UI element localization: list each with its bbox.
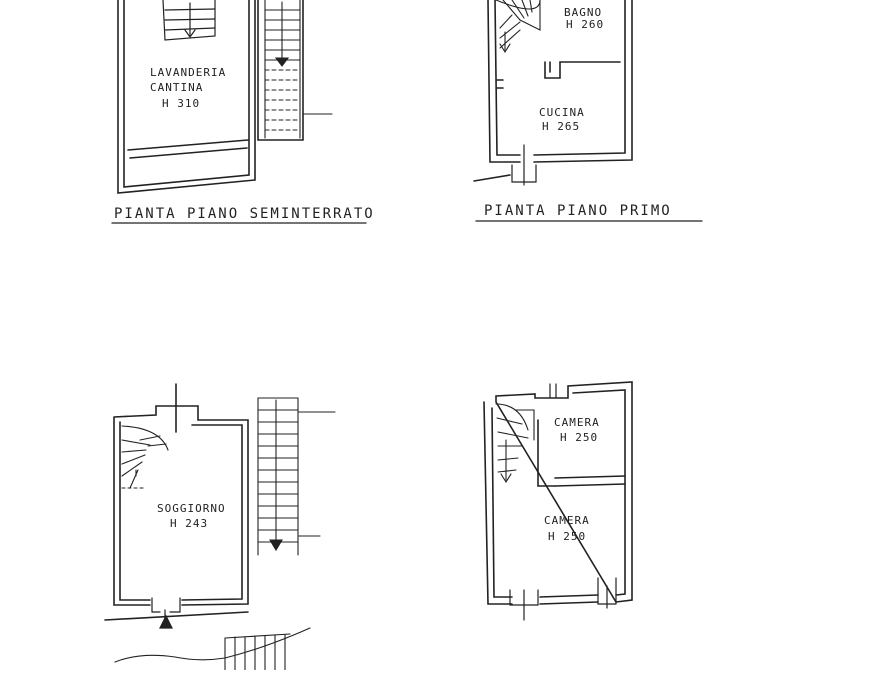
bedroom-2-name: CAMERA	[544, 514, 590, 527]
first-floor-stair	[495, 0, 541, 54]
basement-title: PIANTA PIANO SEMINTERRATO	[111, 206, 375, 224]
first-floor-title-text: PIANTA PIANO PRIMO	[484, 203, 672, 219]
basement-stair-top	[162, 0, 216, 41]
basement-walls	[117, 0, 304, 194]
bath-height: H 260	[566, 18, 604, 31]
basement-room-name-2: CANTINA	[150, 81, 203, 94]
kitchen-height: H 265	[542, 120, 580, 133]
upper-floor-walls	[483, 381, 633, 605]
upper-floor-labels: CAMERA H 250 CAMERA H 250	[544, 416, 600, 543]
first-floor-labels: BAGNO H 260 CUCINA H 265	[539, 6, 604, 133]
living-room-name: SOGGIORNO	[157, 502, 226, 515]
first-floor-title: PIANTA PIANO PRIMO	[475, 203, 703, 222]
first-floor-door	[511, 144, 537, 186]
basement-room-label: LAVANDERIA CANTINA H 310	[150, 66, 226, 110]
ground-floor-stair-corner	[121, 425, 169, 489]
upper-floor-plan: CAMERA H 250 CAMERA H 250	[483, 381, 633, 621]
bedroom-1-height: H 250	[560, 431, 598, 444]
basement-room-name-1: LAVANDERIA	[150, 66, 226, 79]
bedroom-1-name: CAMERA	[554, 416, 600, 429]
upper-floor-doors	[509, 383, 617, 621]
ground-floor-exterior-steps	[114, 627, 311, 671]
upper-floor-stair	[495, 403, 535, 484]
basement-title-text: PIANTA PIANO SEMINTERRATO	[114, 206, 375, 222]
ground-floor-stair-side	[257, 397, 336, 556]
ground-floor-entrance	[151, 597, 181, 629]
first-floor-walls	[473, 0, 633, 182]
ground-floor-labels: SOGGIORNO H 243	[157, 502, 226, 530]
bath-name: BAGNO	[564, 6, 602, 19]
kitchen-name: CUCINA	[539, 106, 585, 119]
ground-floor-walls	[104, 383, 249, 621]
first-floor-plan: BAGNO H 260 CUCINA H 265 PIANTA PIANO PR…	[473, 0, 703, 222]
ground-floor-plan: SOGGIORNO H 243	[104, 383, 336, 671]
basement-room-height: H 310	[162, 97, 200, 110]
basement-stair-side	[264, 0, 333, 139]
living-room-height: H 243	[170, 517, 208, 530]
bedroom-2-height: H 250	[548, 530, 586, 543]
basement-plan: LAVANDERIA CANTINA H 310 PIANTA PIANO SE…	[111, 0, 375, 224]
